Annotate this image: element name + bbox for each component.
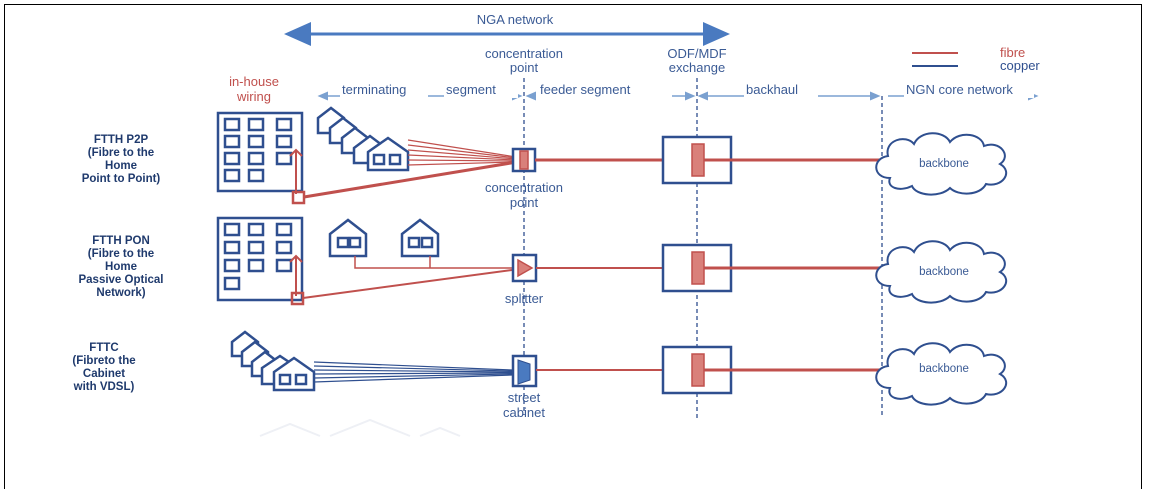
row2-backbone-cloud-icon	[875, 240, 1007, 304]
p2p-fibres	[407, 139, 517, 166]
row3-name-1: FTTC	[89, 342, 118, 354]
row1-node-label-2: point	[510, 195, 539, 210]
row3-node-label-1: street	[508, 390, 541, 405]
house-icon-2	[400, 218, 440, 258]
row1-name-3: Home	[105, 160, 137, 172]
row2-node-label: splitter	[505, 291, 544, 306]
row2-name-5: Network)	[96, 287, 145, 299]
odf-mdf-header-2: exchange	[669, 60, 725, 75]
street-cabinet-dslam	[517, 359, 531, 385]
row-fttc: street cabinet backbone	[230, 330, 1007, 420]
splitter-triangle	[517, 258, 534, 278]
row1-odf-core	[691, 143, 705, 177]
row-labels: FTTH P2P (Fibre to the Home Point to Poi…	[72, 134, 163, 393]
nga-network-label: NGA network	[477, 12, 554, 27]
seg-bg-4	[744, 82, 818, 98]
row-ftth-p2p: concentration point backbone	[216, 106, 1007, 210]
concentration-point-header-2: point	[510, 60, 539, 75]
apartment-building-icon-2	[216, 216, 304, 302]
row2-name-2: (Fibre to the	[88, 248, 154, 260]
pon-building-fibre	[302, 269, 513, 299]
house-cluster-icon	[316, 106, 410, 172]
row2-name-4: Passive Optical	[78, 274, 163, 286]
fttc-copper-drops	[313, 361, 513, 383]
apartment-building-icon	[216, 111, 304, 193]
row1-backbone-cloud-icon	[875, 132, 1007, 196]
terminating-label: terminating	[342, 82, 406, 97]
row3-backbone-label: backbone	[919, 363, 969, 375]
in-house-header-2: wiring	[236, 89, 271, 104]
in-house-fibre-riser-2	[289, 254, 305, 306]
feeder-label: feeder segment	[540, 82, 631, 97]
row1-name-2: (Fibre to the	[88, 147, 154, 159]
row3-name-3: Cabinet	[83, 368, 125, 380]
legend: fibre copper	[912, 45, 1040, 73]
row1-node-label-1: concentration	[485, 180, 563, 195]
segment-label: segment	[446, 82, 496, 97]
faint-reflection	[259, 418, 461, 437]
house-cluster-icon-3	[230, 330, 316, 392]
seg-bg-1	[340, 82, 428, 98]
row3-name-2: (Fibreto the	[72, 355, 135, 367]
seg-bg-3	[536, 82, 672, 98]
in-house-fibre-riser	[289, 148, 306, 205]
row-ftth-pon: splitter backbone	[216, 216, 1007, 306]
row2-odf-core	[691, 251, 705, 285]
row3-backbone-cloud-icon	[875, 342, 1007, 406]
row2-backbone-label: backbone	[919, 266, 969, 278]
core-label: NGN core network	[906, 82, 1013, 97]
concentration-point-header-1: concentration	[485, 46, 563, 61]
house-icon-1	[328, 218, 368, 258]
odf-mdf-header-1: ODF/MDF	[667, 46, 726, 61]
legend-fibre-label: fibre	[1000, 45, 1025, 60]
p2p-building-fibre	[303, 160, 518, 199]
row3-node-label-2: cabinet	[503, 405, 545, 420]
backhaul-label: backhaul	[746, 82, 798, 97]
row2-name-3: Home	[105, 261, 137, 273]
pon-drop-fibres	[354, 256, 512, 269]
row1-name-1: FTTH P2P	[94, 134, 149, 146]
seg-bg-2	[444, 82, 518, 98]
in-house-header-1: in-house	[229, 74, 279, 89]
row3-name-4: with VDSL)	[73, 381, 135, 393]
row1-name-4: Point to Point)	[82, 173, 161, 185]
row3-odf-core	[691, 353, 705, 387]
concentration-node-core	[519, 150, 529, 170]
row1-backbone-label: backbone	[919, 158, 969, 170]
seg-bg-5	[904, 82, 1034, 98]
row2-name-1: FTTH PON	[92, 235, 150, 247]
legend-copper-label: copper	[1000, 58, 1040, 73]
